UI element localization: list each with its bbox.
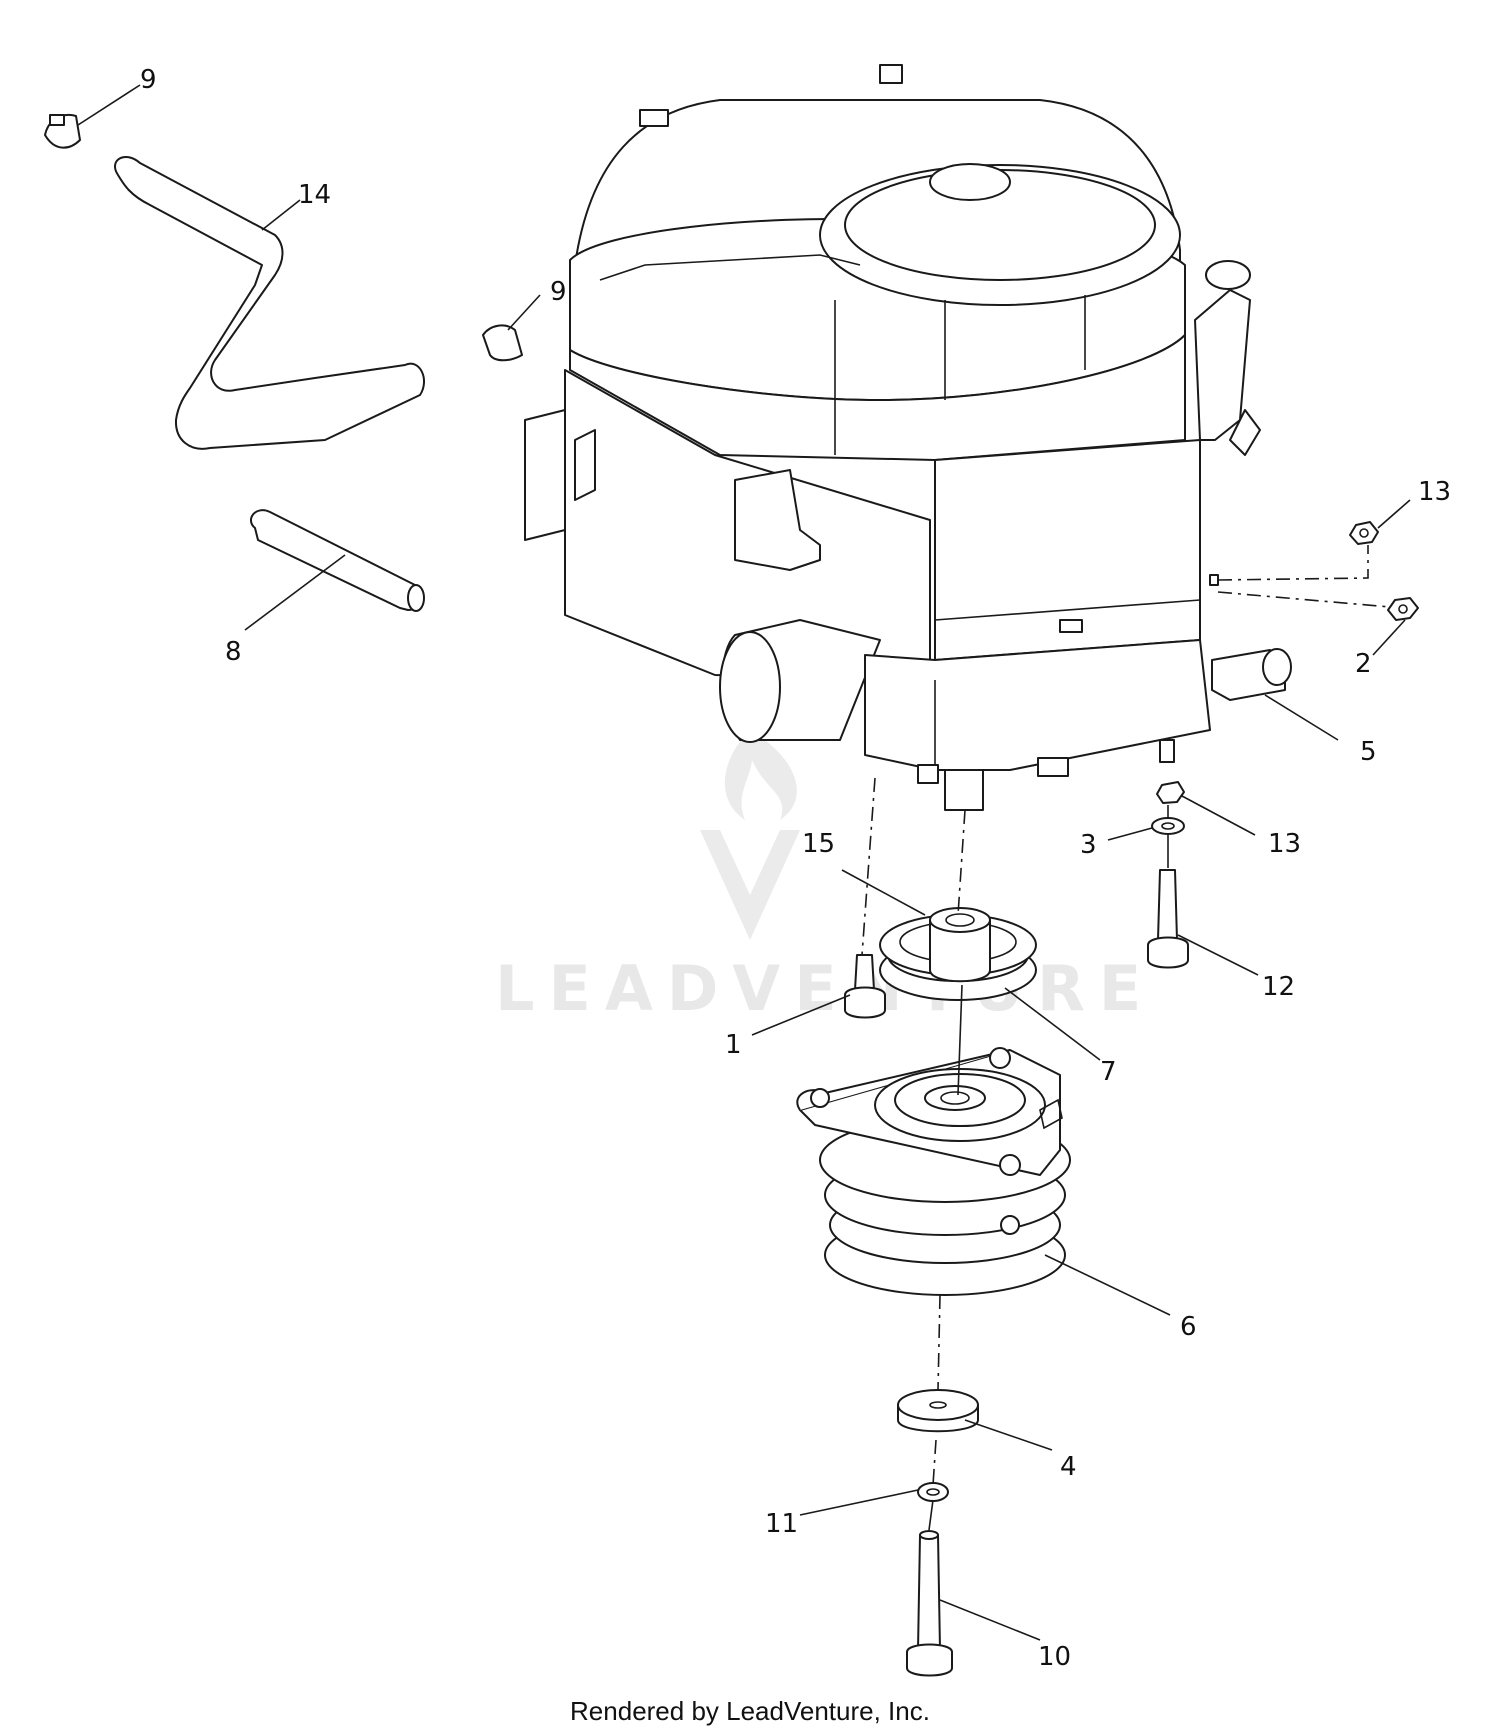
clamp-9a [44,114,81,149]
callout-15-bushing: 15 [802,829,835,859]
watermark-logo-icon [700,730,800,940]
lock-washer-11 [917,1482,949,1502]
hose-14 [114,156,425,450]
callout-9-clamp-top: 9 [140,65,157,95]
washer-4 [897,1389,979,1433]
callout-5-solenoid: 5 [1360,737,1377,767]
nut-13b [1156,781,1185,804]
bolt-12 [1147,869,1189,969]
callout-14-hose: 14 [298,180,331,210]
render-credit: Rendered by LeadVenture, Inc. [570,1696,930,1726]
callout-1-bolt: 1 [725,1030,742,1060]
watermark-text: LEADVENTURE [495,952,1155,1025]
callout-4-washer: 4 [1060,1452,1077,1482]
bolt-10 [906,1530,953,1677]
callout-8-hose: 8 [225,637,242,667]
callout-12-bolt: 12 [1262,972,1295,1002]
callout-13-nut-bottom: 13 [1268,829,1301,859]
starter-solenoid [1211,648,1292,701]
nut-13a [1349,521,1379,545]
clamp-9b [482,324,523,362]
callouts: 9 14 9 8 13 2 5 15 13 3 12 1 7 6 4 11 10 [140,65,1451,1672]
callout-10-bolt: 10 [1038,1642,1071,1672]
bolt-1 [844,954,886,1019]
engine-assembly [524,64,1292,811]
leader-lines [77,84,1411,1641]
callout-2-nut: 2 [1355,649,1372,679]
bushing-15 [929,907,991,983]
callout-3-washer: 3 [1080,830,1097,860]
pto-clutch-6 [796,1047,1071,1296]
callout-6-clutch: 6 [1180,1312,1197,1342]
callout-7-pulley: 7 [1100,1057,1117,1087]
lock-washer-3 [1151,817,1185,835]
callout-11-lockwasher: 11 [765,1509,798,1539]
nut-2 [1387,597,1419,621]
callout-13-nut-top: 13 [1418,477,1451,507]
center-lines [861,545,1391,1531]
callout-9-clamp-mid: 9 [550,277,567,307]
